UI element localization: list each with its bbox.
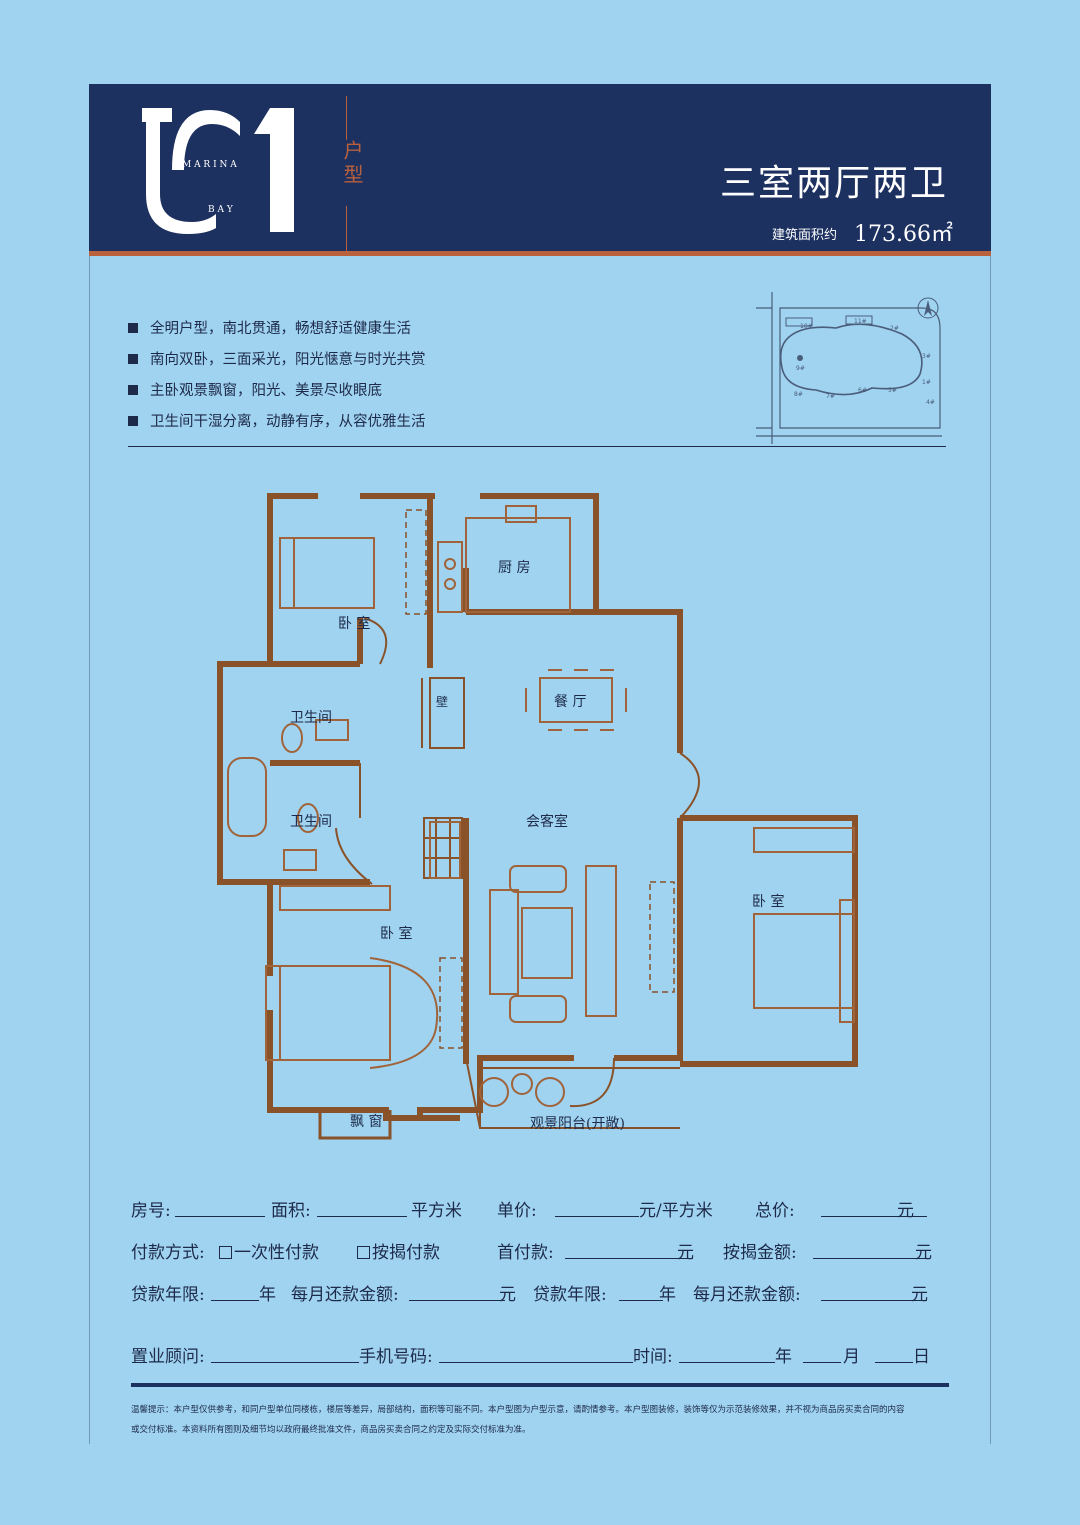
- site-building-label: 11#: [854, 318, 867, 325]
- room-label-bath2: 卫生间: [290, 814, 332, 830]
- mortgage-amount-label: 按揭金额:: [723, 1243, 797, 1263]
- divider-line-top: [346, 96, 347, 140]
- consultant-field[interactable]: [211, 1362, 359, 1363]
- month-unit: 月: [843, 1347, 860, 1367]
- area-label: 建筑面积约: [772, 228, 838, 243]
- total-price-field[interactable]: [821, 1216, 927, 1217]
- loan-years-field-2[interactable]: [619, 1300, 663, 1301]
- room-label-shaft: 壁: [436, 694, 448, 709]
- site-building-label: 7#: [826, 393, 835, 400]
- unit-price-field[interactable]: [555, 1216, 639, 1217]
- loan-years-label: 贷款年限:: [131, 1285, 205, 1305]
- phone-field[interactable]: [439, 1362, 633, 1363]
- room-label-balcony: 观景阳台(开敞): [530, 1116, 625, 1132]
- sqm-unit: 平方米: [411, 1201, 462, 1221]
- site-building-label: 3#: [922, 353, 931, 360]
- down-payment-field[interactable]: [565, 1258, 693, 1259]
- feature-list: 全明户型，南北贯通，畅想舒适健康生活 南向双卧，三面采光，阳光惬意与时光共赏 主…: [128, 312, 426, 436]
- time-month-field[interactable]: [803, 1362, 841, 1363]
- monthly-field[interactable]: [409, 1300, 505, 1301]
- room-no-label: 房号:: [131, 1201, 171, 1221]
- features-divider: [128, 446, 946, 447]
- total-price-label: 总价:: [755, 1201, 795, 1221]
- room-label-bath1: 卫生间: [290, 710, 332, 726]
- yuan-unit: 元: [897, 1201, 914, 1221]
- year-unit: 年: [259, 1285, 276, 1305]
- room-label-dining: 餐 厅: [554, 694, 586, 710]
- logo-bottom-text: B A Y: [208, 205, 234, 215]
- time-year-field[interactable]: [679, 1362, 775, 1363]
- room-label-living: 会客室: [526, 813, 568, 830]
- area-value: 173.66㎡: [854, 222, 953, 247]
- yuan-per-sqm-unit: 元/平方米: [639, 1201, 713, 1221]
- mortgage-amount-field[interactable]: [813, 1258, 929, 1259]
- room-label-kitchen: 厨 房: [498, 560, 530, 576]
- room-label-bay-window: 飘 窗: [350, 1113, 382, 1130]
- floor-plan: 卧 室 厨 房 餐 厅 卫生间 卫生间 会客室 卧 室 卧 室 飘 窗 观景阳台…: [210, 488, 870, 1160]
- site-building-label: 1#: [922, 379, 931, 386]
- site-building-label: 4#: [926, 399, 935, 406]
- day-unit: 日: [913, 1347, 930, 1367]
- room-no-field[interactable]: [175, 1216, 265, 1217]
- area-field[interactable]: [317, 1216, 407, 1217]
- disclaimer-line: 或交付标准。本资料所有图则及细节均以政府最终批准文件，商品房买卖合同之约定及实际…: [131, 1425, 531, 1435]
- year-unit: 年: [659, 1285, 676, 1305]
- time-day-field[interactable]: [875, 1362, 913, 1363]
- disclaimer-line: 温馨提示：本户型仅供参考，和同户型单位同楼栋，楼层等差异，局部结构，面积等可能不…: [131, 1405, 905, 1415]
- site-map: 10# 11# 2# 3# 9# 1# 8# 6# 7# 5# 4#: [752, 288, 946, 444]
- down-payment-label: 首付款:: [497, 1243, 554, 1263]
- sheet-frame: [89, 84, 991, 1444]
- area-field-label: 面积:: [271, 1201, 311, 1221]
- disclaimer: 温馨提示：本户型仅供参考，和同户型单位同楼栋，楼层等差异，局部结构，面积等可能不…: [131, 1400, 953, 1440]
- loan-years-field[interactable]: [211, 1300, 259, 1301]
- room-label-bedroom-nw: 卧 室: [338, 615, 370, 632]
- room-type-title: 三室两厅两卫: [720, 163, 949, 204]
- monthly-label-2: 每月还款金额:: [693, 1285, 801, 1305]
- yuan-unit: 元: [677, 1243, 694, 1263]
- bottom-bar: [131, 1383, 949, 1387]
- site-building-label: 6#: [858, 387, 867, 394]
- site-building-label: 8#: [794, 391, 803, 398]
- site-building-label: 9#: [796, 365, 805, 372]
- mortgage-option[interactable]: 按揭付款: [357, 1238, 440, 1263]
- room-label-bedroom-sw: 卧 室: [380, 925, 412, 942]
- monthly-field-2[interactable]: [821, 1300, 927, 1301]
- site-building-label: 10#: [800, 323, 813, 330]
- payment-method-label: 付款方式:: [131, 1243, 205, 1263]
- yuan-unit: 元: [915, 1243, 932, 1263]
- header-banner: [89, 84, 991, 256]
- site-building-label: 2#: [890, 325, 899, 332]
- time-label: 时间:: [633, 1347, 673, 1367]
- feature-item: 南向双卧，三面采光，阳光惬意与时光共赏: [128, 343, 426, 374]
- type-label: 户型: [340, 140, 364, 188]
- loan-years-label-2: 贷款年限:: [533, 1285, 607, 1305]
- feature-item: 全明户型，南北贯通，畅想舒适健康生活: [128, 312, 426, 343]
- consultant-label: 置业顾问:: [131, 1347, 205, 1367]
- one-time-checkbox[interactable]: [219, 1246, 232, 1259]
- phone-label: 手机号码:: [359, 1347, 433, 1367]
- feature-item: 主卧观景飘窗，阳光、美景尽收眼底: [128, 374, 426, 405]
- room-label-bedroom-e: 卧 室: [752, 893, 784, 910]
- marina-bay-logo: M A R I N A B A Y: [136, 104, 306, 236]
- year-unit: 年: [775, 1347, 792, 1367]
- logo-top-text: M A R I N A: [182, 160, 237, 170]
- feature-item: 卫生间干湿分离，动静有序，从容优雅生活: [128, 405, 426, 436]
- mortgage-checkbox[interactable]: [357, 1246, 370, 1259]
- yuan-unit: 元: [911, 1285, 928, 1305]
- yuan-unit: 元: [499, 1285, 516, 1305]
- monthly-label: 每月还款金额:: [291, 1285, 399, 1305]
- one-time-option[interactable]: 一次性付款: [219, 1238, 319, 1263]
- site-building-label: 5#: [888, 387, 897, 394]
- divider-line-bottom: [346, 206, 347, 252]
- unit-price-label: 单价:: [497, 1201, 537, 1221]
